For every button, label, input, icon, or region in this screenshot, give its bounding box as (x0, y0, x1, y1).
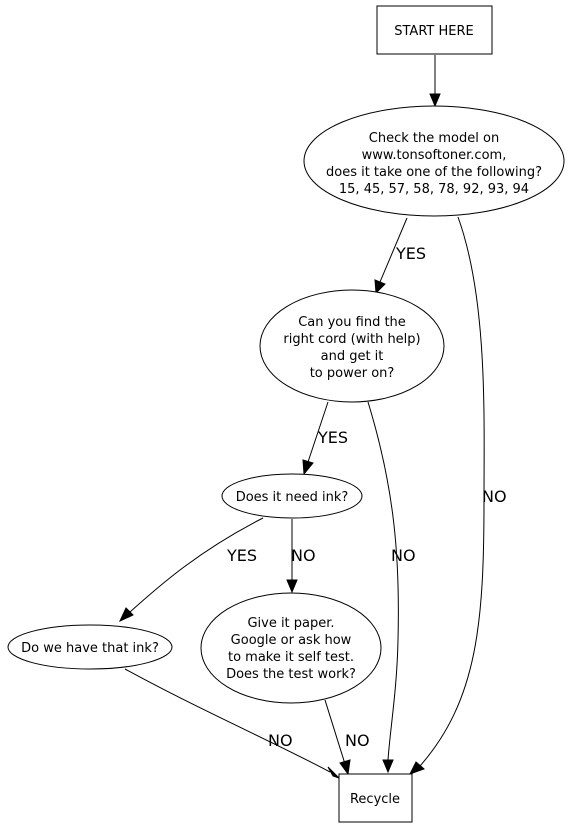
edge-check-to-cord (379, 217, 408, 283)
find-cord-line-3: and get it (321, 349, 384, 364)
node-have-ink: Do we have that ink? (7, 624, 173, 670)
edge-label-have-no: NO (268, 731, 293, 750)
edge-label-cord-no: NO (391, 546, 416, 565)
find-cord-line-1: Can you find the (298, 315, 406, 330)
check-model-ellipse (303, 105, 565, 217)
edge-cord-to-ink (307, 401, 329, 463)
edge-check-to-recycle (419, 216, 485, 767)
arrowhead-recycle-from-have (327, 766, 340, 779)
arrowhead-recycle-from-check (408, 761, 425, 775)
have-ink-ellipse (7, 624, 173, 670)
need-ink-label: Does it need ink? (236, 490, 349, 505)
self-test-line-2: Google or ask how (231, 633, 352, 648)
check-model-line-2: www.tonsoftoner.com, (362, 148, 507, 163)
arrowhead-recycle-from-cord (382, 759, 394, 774)
check-model-line-1: Check the model on (369, 131, 499, 146)
recycle-box (338, 773, 413, 823)
recycle-label: Recycle (350, 792, 400, 807)
node-self-test: Give it paper. Google or ask how to make… (200, 592, 382, 704)
edge-label-test-no: NO (345, 731, 370, 750)
self-test-line-3: to make it self test. (228, 650, 354, 665)
arrowhead-check-model (429, 93, 441, 108)
self-test-line-1: Give it paper. (247, 616, 334, 631)
edge-label-check-no: NO (482, 487, 507, 506)
arrowhead-need-ink (302, 459, 314, 476)
find-cord-ellipse (259, 289, 445, 403)
arrowhead-recycle-from-test (339, 759, 351, 776)
check-model-line-4: 15, 45, 57, 58, 78, 92, 93, 94 (339, 182, 529, 197)
edge-label-ink-yes: YES (226, 546, 257, 565)
arrowhead-self-test (286, 579, 298, 594)
arrowhead-have-ink (118, 607, 134, 623)
check-model-line-3: does it take one of the following? (326, 165, 542, 180)
node-find-cord: Can you find the right cord (with help) … (259, 289, 445, 403)
edge-test-to-recycle (324, 699, 346, 765)
edge-label-cord-yes: YES (317, 428, 348, 447)
edge-cord-to-recycle (367, 401, 399, 761)
find-cord-line-4: to power on? (310, 366, 395, 381)
self-test-ellipse (200, 592, 382, 704)
arrowhead-find-cord (374, 279, 386, 295)
edge-have-to-recycle (124, 668, 331, 773)
node-recycle: Recycle (338, 773, 413, 823)
have-ink-label: Do we have that ink? (21, 641, 159, 656)
start-label: START HERE (394, 24, 473, 39)
start-box (376, 5, 493, 55)
edge-label-check-yes: YES (395, 244, 426, 263)
node-start-here: START HERE (376, 5, 493, 55)
find-cord-line-2: right cord (with help) (283, 332, 420, 347)
edge-label-ink-no: NO (291, 546, 316, 565)
self-test-line-4: Does the test work? (226, 667, 356, 682)
edge-ink-to-have (129, 517, 264, 613)
node-check-model: Check the model on www.tonsoftoner.com, … (303, 105, 565, 217)
need-ink-ellipse (221, 473, 363, 519)
node-need-ink: Does it need ink? (221, 473, 363, 519)
